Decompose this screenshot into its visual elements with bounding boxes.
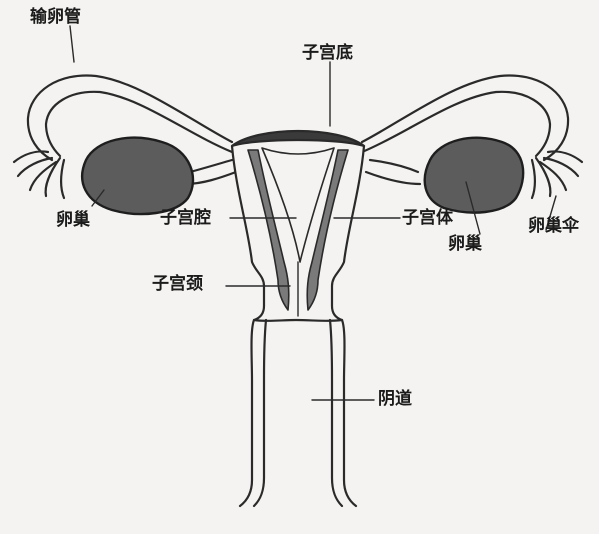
vagina-left-wall [240,320,254,506]
leader-fallopian [70,26,74,62]
right-fimbriae [532,151,582,198]
vagina-right-wall-inner [330,320,342,506]
label-ovary-right: 卵巢 [448,236,482,253]
label-cervix: 子宫颈 [152,276,203,293]
label-fundus: 子宫底 [302,45,353,62]
left-fimbriae [14,151,64,198]
vagina-right-wall [342,320,356,506]
label-fimbriae: 卵巢伞 [528,218,579,235]
label-vagina: 阴道 [378,391,412,408]
left-ovary [82,138,193,214]
label-ovary-left: 卵巢 [56,212,90,229]
right-ovary [425,138,523,213]
right-ovarian-ligament [370,160,418,172]
vagina-left-wall-inner [254,320,266,506]
left-ovarian-ligament [190,160,232,172]
label-uterine-cavity: 子宫腔 [160,210,211,227]
label-fallopian-tube: 输卵管 [30,9,81,26]
right-ovarian-ligament-2 [366,172,420,184]
label-uterine-body: 子宫体 [402,210,453,227]
